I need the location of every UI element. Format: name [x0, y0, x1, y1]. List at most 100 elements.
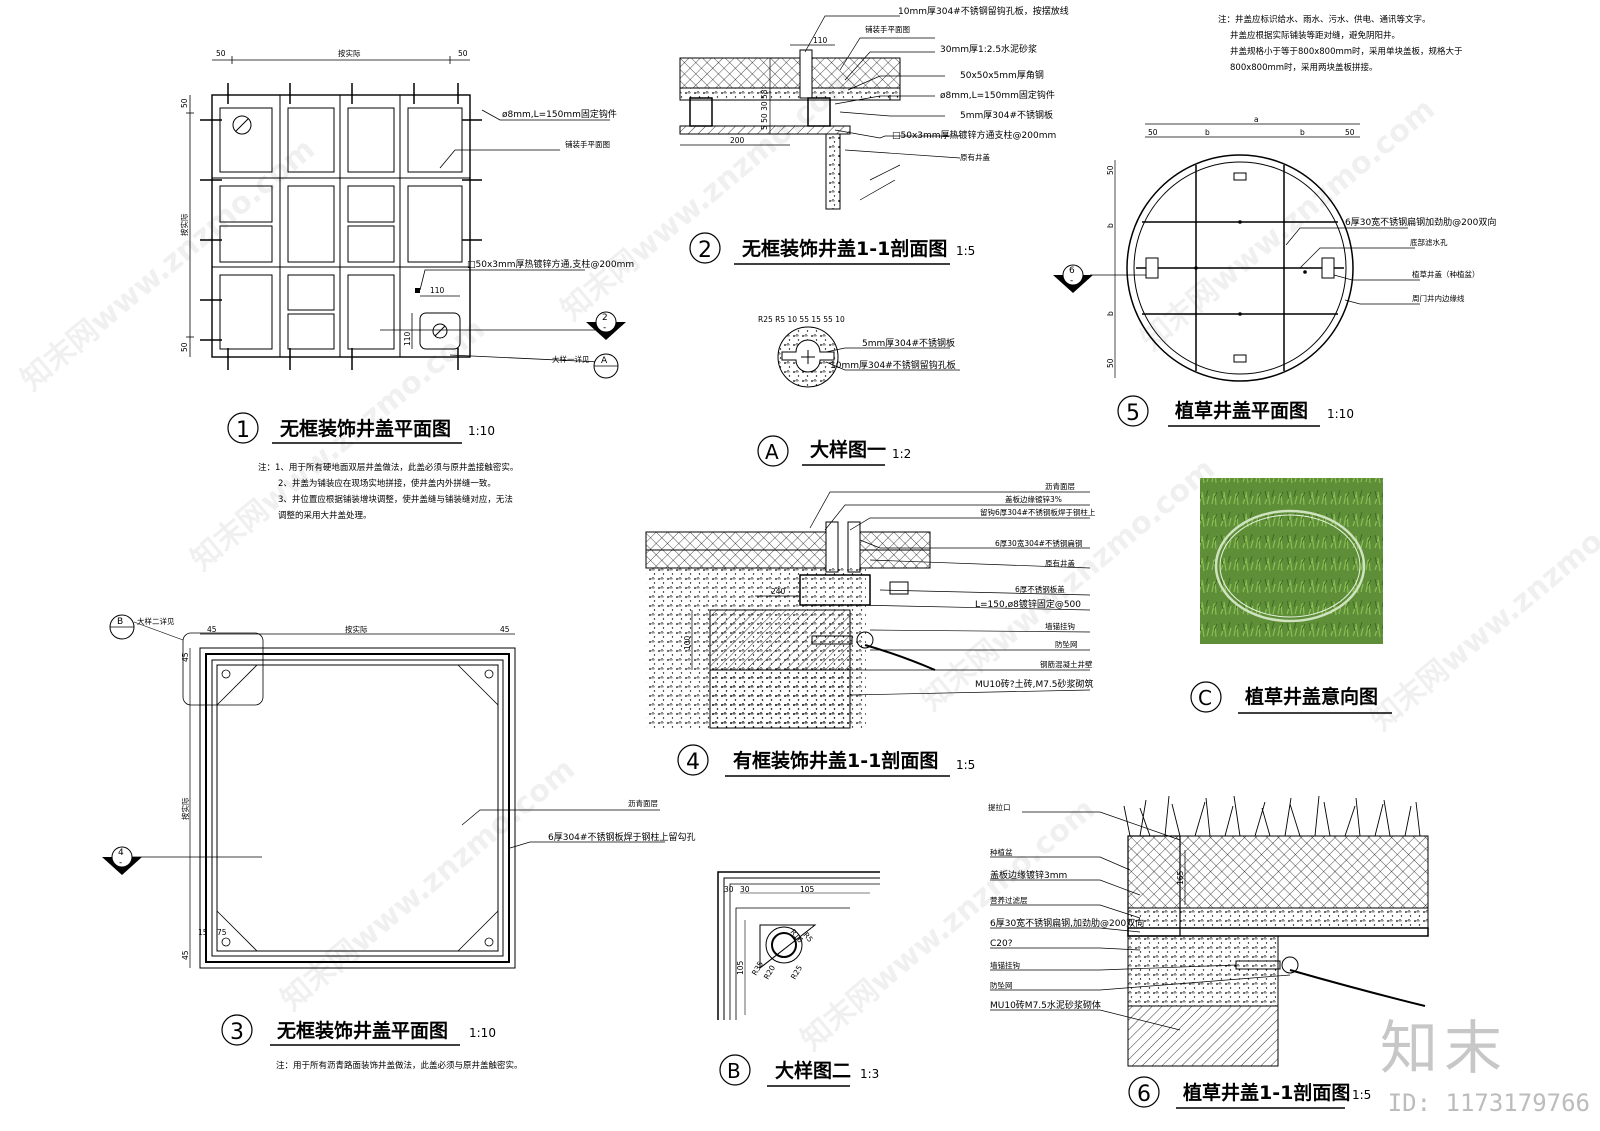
svg-text:1:3: 1:3	[860, 1067, 879, 1081]
svg-text:植草井盖意向图: 植草井盖意向图	[1245, 685, 1378, 708]
svg-text:2: 2	[602, 313, 608, 323]
callout-text: 钢筋混凝土井壁	[1040, 659, 1093, 669]
callout-text: 墙锚挂钩	[990, 960, 1020, 970]
svg-text:2: 2	[698, 238, 712, 263]
svg-text:6: 6	[1137, 1082, 1151, 1107]
svg-text:4: 4	[686, 750, 700, 775]
drawing-3-plan: 45 按实际 45 45 按实际 45 15 75 沥青面层 6厚304#不锈钢…	[102, 614, 695, 1071]
svg-text:C: C	[1198, 686, 1212, 710]
dim-240: 240	[771, 587, 786, 596]
callout-text: 6厚304#不锈钢板焊于钢柱上留勾孔	[548, 831, 695, 843]
dim-50: 50	[216, 49, 226, 58]
svg-text:6: 6	[1069, 266, 1075, 276]
svg-text:1:10: 1:10	[468, 424, 495, 438]
detail-a-dims: R25 R5 10 55 15 55 10	[758, 315, 845, 324]
callout-text: 50x50x5mm厚角钢	[960, 69, 1044, 81]
svg-text:大样图二: 大样图二	[775, 1059, 851, 1082]
callout-text: 10mm厚304#不锈钢留钩孔板，按摆放线	[898, 5, 1069, 17]
svg-text:1:10: 1:10	[1327, 407, 1354, 421]
callout-text: MU10砖M7.5水泥砂浆砌体	[990, 999, 1101, 1011]
callout-text: C20?	[990, 939, 1013, 949]
svg-text:无框装饰井盖1-1剖面图: 无框装饰井盖1-1剖面图	[742, 237, 947, 260]
svg-text:-: -	[119, 858, 122, 868]
callout-text: ø8mm,L=150mm固定钩件	[940, 89, 1055, 101]
note-line: 井盖规格小于等于800x800mm时，采用单块盖板，规格大于	[1230, 46, 1463, 57]
drawing-1-title: 1 无框装饰井盖平面图 1:10	[227, 412, 495, 444]
callout-text: 防坠网	[1055, 639, 1078, 649]
svg-text:A: A	[601, 356, 608, 366]
svg-text:1:10: 1:10	[469, 1026, 496, 1040]
callout-text: L=150,ø8镀锌固定@500	[975, 598, 1081, 610]
callout-text: 沥青面层	[1045, 481, 1075, 491]
dim-50: 50	[180, 342, 189, 352]
svg-text:1: 1	[236, 418, 250, 443]
section-marker-6: 6 -	[1053, 264, 1093, 293]
dim-75: 75	[217, 928, 227, 937]
drawing-4-section: 240 100 沥青面层 盖板边缘镀锌3% 留钩6厚304#不锈钢板焊于钢柱上 …	[645, 481, 1096, 777]
drawing-5-title: 5 植草井盖平面图 1:10	[1117, 395, 1354, 427]
drawing-1-plan: 50 按实际 50 50 按实际 50 110 110 ø8mm,L=150mm…	[179, 48, 634, 521]
callout-text: □50x3mm厚热镀锌方通,支柱@200mm	[467, 258, 634, 270]
detail-b-title: B 大样图二 1:3	[719, 1054, 879, 1087]
dim-b: b	[1205, 128, 1210, 137]
svg-text:1:5: 1:5	[956, 758, 975, 772]
callout-text: 盖板边缘镀锌3mm	[990, 869, 1067, 881]
dim-50: 50	[1106, 358, 1115, 368]
drawing-3-title: 3 无框装饰井盖平面图 1:10	[221, 1014, 496, 1046]
callout-text: □50x3mm厚热镀锌方通支柱@200mm	[892, 129, 1056, 141]
svg-text:无框装饰井盖平面图: 无框装饰井盖平面图	[277, 1019, 448, 1042]
callout-text: 原有井盖	[1045, 558, 1075, 568]
note-line: 注：用于所有沥青路面装饰井盖做法，此盖必须与原井盖触密实。	[276, 1060, 523, 1071]
detail-a-title: A 大样图一 1:2	[757, 435, 911, 467]
svg-text:B: B	[727, 1059, 741, 1083]
svg-text:大样图一: 大样图一	[810, 438, 886, 461]
dim-50: 50	[458, 49, 468, 58]
dim-30: 30	[740, 885, 750, 894]
callout-text: 5mm厚304#不锈钢板	[862, 337, 955, 349]
detail-marker-a: A 大样一详见	[552, 353, 619, 379]
drawing-2-title: 2 无框装饰井盖1-1剖面图 1:5	[689, 232, 975, 265]
callout-text: ø8mm,L=150mm固定钩件	[502, 108, 617, 120]
section-marker-2: 2 -	[586, 311, 626, 340]
dim-45: 45	[207, 625, 217, 634]
dim-50: 50	[1106, 165, 1115, 175]
dim-b: b	[1106, 223, 1115, 228]
detail-c-title: C 植草井盖意向图	[1190, 681, 1392, 714]
dim-actual: 按实际	[345, 624, 368, 634]
id-label: ID: 1173179766	[1387, 1089, 1590, 1117]
drawing-6-title: 6 植草井盖1-1剖面图 1:5	[1128, 1076, 1371, 1109]
svg-text:有框装饰井盖1-1剖面图: 有框装饰井盖1-1剖面图	[733, 749, 938, 772]
dim-100: 100	[683, 635, 692, 650]
svg-text:B: B	[117, 617, 123, 627]
grass-cover-photo	[1200, 478, 1383, 644]
dim-45: 45	[181, 652, 190, 662]
callout-text: 30mm厚1:2.5水泥砂浆	[940, 43, 1037, 55]
note-line: 2、井盖为铺装应在现场实地拼接，使井盖内外拼缝一致。	[278, 478, 496, 489]
callout-text: 原有井盖	[960, 152, 990, 162]
dim-actual: 按实际	[338, 48, 361, 58]
callout-text: 6厚30宽304#不锈钢扁钢	[995, 538, 1082, 548]
dim-110: 110	[813, 36, 828, 45]
dim-50: 50	[1148, 128, 1158, 137]
dim-r5: R5	[801, 931, 814, 945]
dim-45: 45	[500, 625, 510, 634]
dim-r20: R20	[762, 964, 777, 981]
dim-actual: 按实际	[179, 213, 189, 236]
callout-text: 6厚不锈钢板盖	[1015, 584, 1065, 594]
callout-text: 5mm厚304#不锈钢板	[960, 109, 1053, 121]
svg-text:A: A	[765, 440, 779, 464]
dim-110: 110	[403, 331, 412, 346]
callout-text: 提拉口	[988, 802, 1011, 812]
note-line: 注：井盖应标识给水、雨水、污水、供电、通讯等文字。	[1218, 14, 1431, 25]
dim-r25: R25	[789, 964, 804, 981]
svg-text:植草井盖平面图: 植草井盖平面图	[1175, 399, 1308, 422]
drawing-2-section: 110 200 5 50 30 58 10mm厚304#不锈钢留钩孔板，按摆放线…	[679, 5, 1069, 265]
note-line: 注：1、用于所有硬地面双层井盖做法，此盖必须与原井盖接触密实。	[258, 462, 518, 473]
dim-actual: 按实际	[180, 797, 190, 820]
note-line: 3、井位置应根据铺装增块调整，使井盖缝与铺装缝对应，无法	[278, 494, 513, 505]
section-marker-4: 4 -	[102, 846, 142, 875]
detail-a: R25 R5 10 55 15 55 10 5mm厚304#不锈钢板 10mm厚…	[757, 315, 960, 467]
callout-text: MU10砖?土砖,M7.5砂浆砌筑	[975, 678, 1094, 690]
svg-text:5: 5	[1126, 401, 1140, 426]
